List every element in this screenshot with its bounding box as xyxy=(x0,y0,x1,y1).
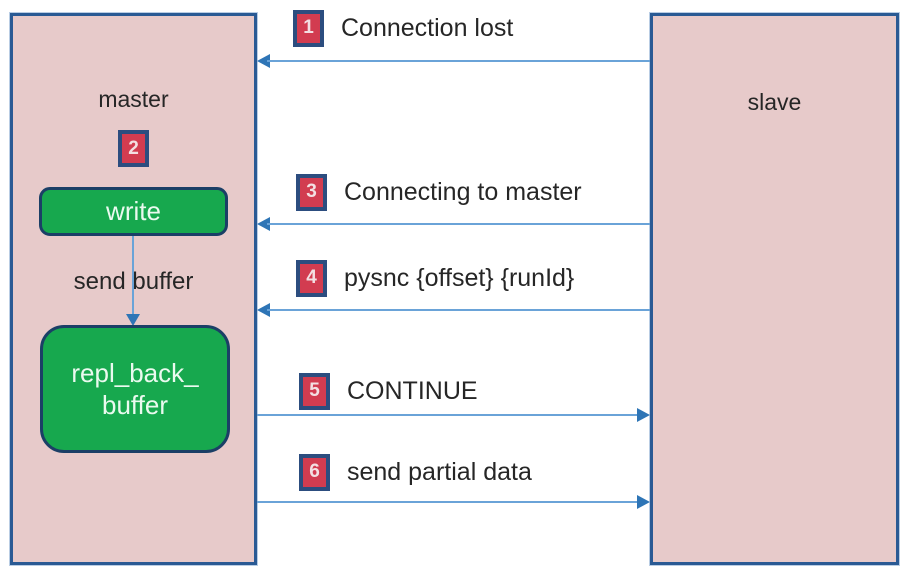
message-4: 4 pysnc {offset} {runId} xyxy=(296,258,574,298)
repl-back-buffer-box: repl_back_ buffer xyxy=(40,325,230,453)
write-box: write xyxy=(39,187,228,236)
repl-buffer-line2: buffer xyxy=(101,390,168,420)
arrow-left-icon xyxy=(257,54,270,68)
message-3-label: Connecting to master xyxy=(344,177,582,206)
step-6-badge: 6 xyxy=(299,453,330,491)
arrow-left-icon xyxy=(257,303,270,317)
write-to-buffer-line xyxy=(132,236,134,318)
master-box: master 2 write send buffer repl_back_ bu… xyxy=(10,13,257,565)
step-2-badge: 2 xyxy=(118,130,149,167)
message-1: 1 Connection lost xyxy=(293,8,513,48)
arrow-left-connection-lost xyxy=(257,54,650,68)
step-1-badge: 1 xyxy=(293,9,324,47)
slave-box: slave xyxy=(650,13,899,565)
message-1-label: Connection lost xyxy=(341,13,514,42)
repl-buffer-line1: repl_back_ xyxy=(71,357,199,388)
step-5-badge: 5 xyxy=(299,372,330,410)
arrow-right-icon xyxy=(637,408,650,422)
message-5: 5 CONTINUE xyxy=(299,371,478,411)
step-4-badge: 4 xyxy=(296,259,327,297)
arrow-left-icon xyxy=(257,217,270,231)
arrow-left-pysnc xyxy=(257,303,650,317)
message-5-label: CONTINUE xyxy=(347,376,478,405)
arrow-right-send-partial xyxy=(257,495,650,509)
slave-title: slave xyxy=(747,89,802,115)
arrow-left-connecting xyxy=(257,217,650,231)
send-buffer-label: send buffer xyxy=(73,268,194,295)
message-4-label: pysnc {offset} {runId} xyxy=(344,263,575,292)
arrow-right-continue xyxy=(257,408,650,422)
arrow-right-icon xyxy=(637,495,650,509)
message-3: 3 Connecting to master xyxy=(296,172,582,212)
message-6: 6 send partial data xyxy=(299,452,532,492)
master-title: master xyxy=(98,86,169,112)
arrow-down-icon xyxy=(126,314,140,326)
message-6-label: send partial data xyxy=(347,457,532,486)
step-3-badge: 3 xyxy=(296,173,327,211)
